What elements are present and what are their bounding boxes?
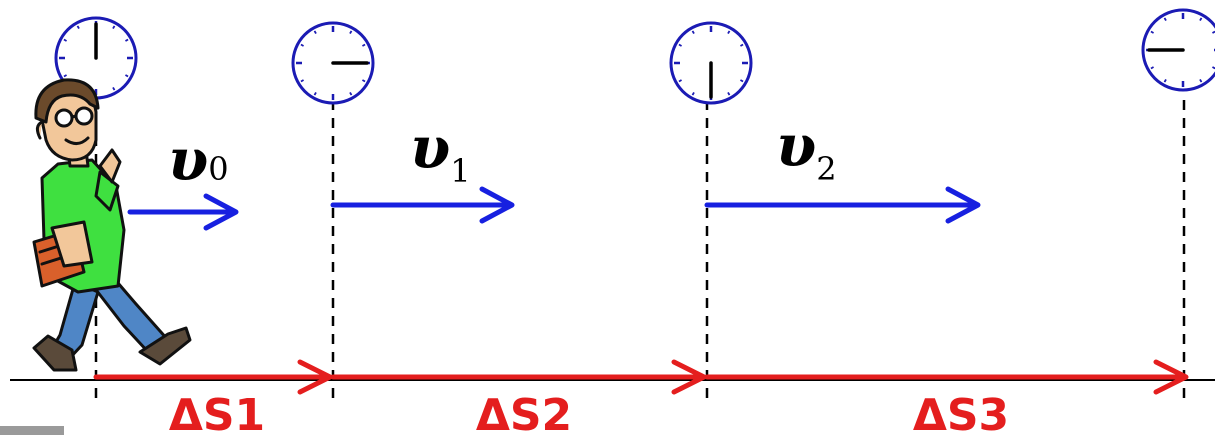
clock-tick	[1150, 66, 1155, 70]
clock-tick	[739, 79, 744, 83]
clock-tick	[1199, 17, 1203, 22]
corner-tab	[0, 426, 64, 435]
velocity-subscript-2: 2	[816, 150, 836, 188]
clock-tick	[727, 91, 731, 96]
clock-tick	[124, 74, 129, 78]
clock-tick	[678, 79, 683, 83]
clock-tick	[112, 25, 116, 30]
velocity-subscript-1: 1	[450, 152, 470, 190]
displacement-label-1: ΔS1	[169, 390, 265, 435]
clock-tick	[313, 30, 317, 35]
displacement-arrow-3	[704, 359, 1189, 395]
clock-tick	[691, 91, 695, 96]
clock-tick	[691, 30, 695, 35]
clock-tick	[349, 30, 353, 35]
clock-tick	[76, 25, 80, 30]
clock-4-icon	[1141, 8, 1215, 92]
velocity-arrow-2	[704, 186, 981, 224]
clock-tick	[1163, 17, 1167, 22]
displacement-arrow-2	[330, 359, 707, 395]
displacement-label-2: ΔS2	[476, 390, 572, 435]
velocity-label-1: υ1	[410, 114, 471, 190]
clock-tick	[300, 43, 305, 47]
velocity-arrow-1	[330, 186, 515, 224]
clock-tick	[313, 91, 317, 96]
clocks-group	[54, 8, 1215, 105]
clock-tick	[361, 43, 366, 47]
clock-tick	[1199, 78, 1203, 83]
clock-tick	[300, 79, 305, 83]
clock-tick	[1150, 30, 1155, 34]
clock-3-icon	[669, 21, 753, 105]
clock-tick	[678, 43, 683, 47]
clock-tick	[1163, 78, 1167, 83]
clock-tick	[739, 43, 744, 47]
clock-tick	[124, 38, 129, 42]
velocity-subscript-0: 0	[208, 150, 228, 188]
clock-tick	[349, 91, 353, 96]
clock-2-icon	[291, 21, 375, 105]
velocity-label-2: υ2	[776, 112, 837, 188]
clock-tick	[112, 86, 116, 91]
displacement-arrow-1	[93, 359, 333, 395]
clock-tick	[361, 79, 366, 83]
velocity-arrow-0	[127, 193, 239, 231]
walking-man-icon	[32, 78, 192, 372]
velocity-label-0: υ0	[168, 126, 229, 194]
clock-tick	[727, 30, 731, 35]
displacement-label-3: ΔS3	[913, 390, 1009, 435]
clock-tick	[63, 38, 68, 42]
clock-tick	[63, 74, 68, 78]
